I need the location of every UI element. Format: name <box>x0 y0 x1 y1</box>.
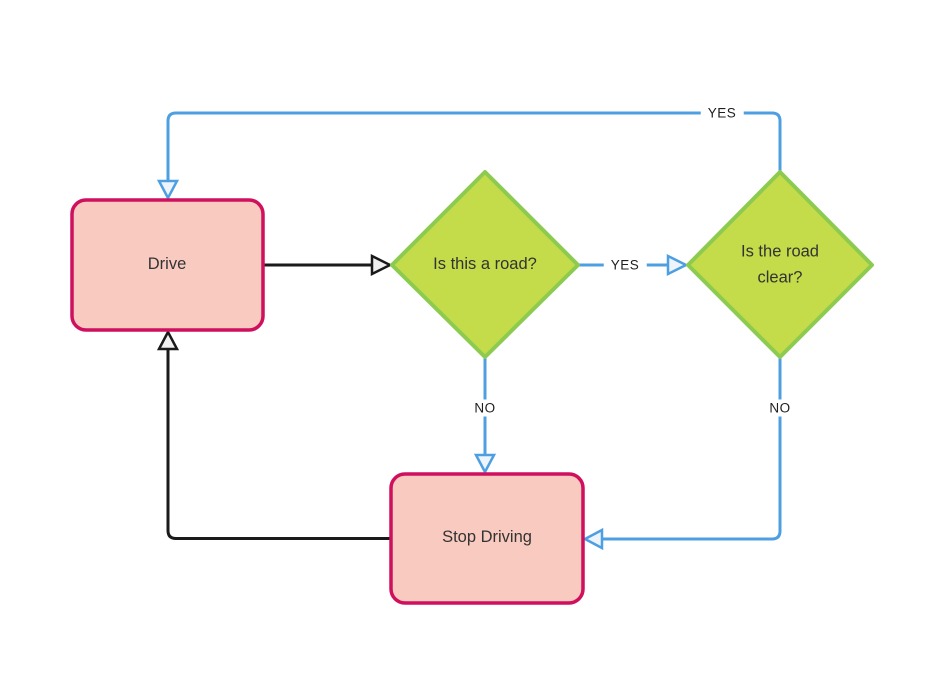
arrowhead-into-is-road-left <box>370 253 393 277</box>
arrowhead-into-stop-top <box>473 453 497 475</box>
arrowhead-into-stop-right <box>582 527 604 551</box>
arrowhead-into-drive-bottom <box>156 329 180 351</box>
node-road-clear-shape[interactable] <box>686 170 874 359</box>
edge-road-clear-no-to-stop[interactable] <box>602 357 782 541</box>
node-is-road-shape[interactable] <box>390 170 580 359</box>
node-drive-shape[interactable] <box>70 198 265 332</box>
edge-road-clear-yes-to-drive[interactable] <box>166 111 782 182</box>
node-stop-shape[interactable] <box>389 472 585 605</box>
arrowhead-into-drive-top <box>156 179 180 201</box>
arrowhead-into-road-clear-left <box>666 253 689 277</box>
edge-stop-to-drive[interactable] <box>166 349 391 540</box>
